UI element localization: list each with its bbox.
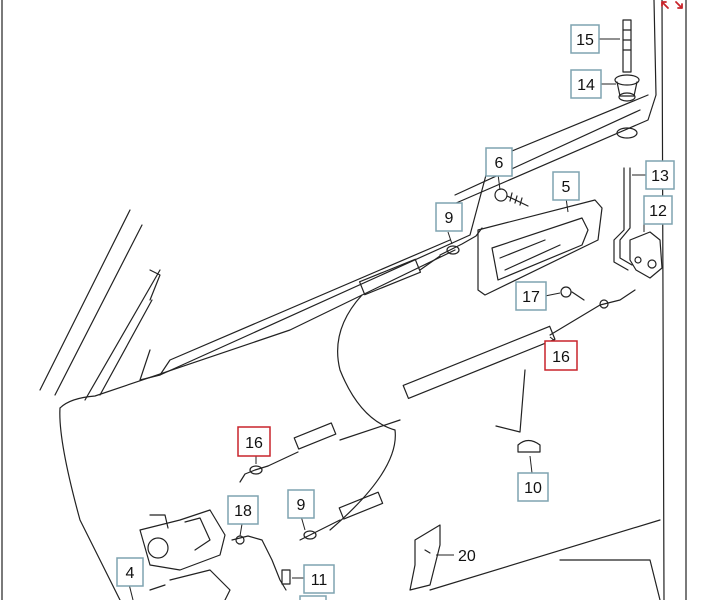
part-label-9-upper[interactable]: 9 bbox=[435, 202, 463, 232]
part-labels: 15 14 13 12 6 5 9 17 bbox=[116, 24, 675, 594]
leader-lines bbox=[128, 38, 646, 600]
part-label-16-right-text: 16 bbox=[552, 349, 570, 366]
part-label-10[interactable]: 10 bbox=[517, 472, 549, 502]
part-label-13-text: 13 bbox=[651, 168, 669, 185]
part-label-20[interactable]: 20 bbox=[458, 548, 476, 565]
part-label-14-text: 14 bbox=[577, 77, 595, 94]
part-label-9-upper-text: 9 bbox=[445, 210, 454, 227]
part-label-20-text: 20 bbox=[458, 548, 476, 565]
part-label-6-text: 6 bbox=[495, 155, 504, 172]
part-label-18-text: 18 bbox=[234, 503, 252, 520]
expand-arrows-icon[interactable] bbox=[661, 1, 683, 9]
part-label-14[interactable]: 14 bbox=[570, 69, 602, 99]
part-label-5-text: 5 bbox=[562, 179, 571, 196]
part-label-18[interactable]: 18 bbox=[227, 495, 259, 525]
part-label-9-lower-text: 9 bbox=[297, 497, 306, 514]
part-label-6[interactable]: 6 bbox=[485, 147, 513, 177]
part-label-16-left-text: 16 bbox=[245, 435, 263, 452]
part-label-16-right[interactable]: 16 bbox=[544, 340, 578, 371]
part-label-15-text: 15 bbox=[576, 32, 594, 49]
part-label-16-left[interactable]: 16 bbox=[237, 426, 271, 457]
part-label-5[interactable]: 5 bbox=[552, 171, 580, 201]
part-label-17-text: 17 bbox=[522, 289, 540, 306]
partial-label-box bbox=[299, 595, 327, 600]
part-label-4[interactable]: 4 bbox=[116, 557, 144, 587]
line-art bbox=[1, 0, 687, 600]
part-label-17[interactable]: 17 bbox=[515, 281, 547, 311]
part-label-11-text: 11 bbox=[311, 572, 328, 589]
part-label-10-text: 10 bbox=[524, 480, 542, 497]
part-label-11[interactable]: 11 bbox=[303, 564, 335, 594]
part-label-4-text: 4 bbox=[126, 565, 135, 582]
part-label-13[interactable]: 13 bbox=[645, 160, 675, 190]
part-label-12-text: 12 bbox=[649, 203, 667, 220]
part-label-12[interactable]: 12 bbox=[643, 195, 673, 225]
part-label-15[interactable]: 15 bbox=[570, 24, 600, 54]
part-label-9-lower[interactable]: 9 bbox=[287, 489, 315, 519]
